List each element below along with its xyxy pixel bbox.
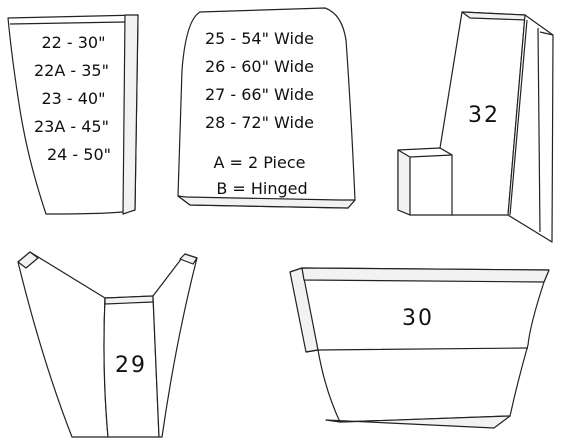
size-line-22a: 22A - 35" (34, 61, 109, 80)
note-two-piece: A = 2 Piece (213, 153, 305, 172)
unit-number-29: 29 (115, 353, 147, 378)
width-line-28: 28 - 72" Wide (205, 113, 314, 132)
size-line-23: 23 - 40" (41, 89, 105, 108)
width-line-27: 27 - 66" Wide (205, 85, 314, 104)
size-line-22: 22 - 30" (41, 33, 105, 52)
size-line-23a: 23A - 45" (34, 117, 109, 136)
width-line-26: 26 - 60" Wide (205, 57, 314, 76)
unit-number-30: 30 (402, 306, 434, 331)
svg-text:25 - 54" Wide 26 - 60" W: 25 - 54" Wide 26 - 60" Wide 27 - 66" Wid… (205, 29, 319, 198)
unit-number-32: 32 (468, 103, 500, 128)
note-hinged: B = Hinged (216, 179, 307, 198)
wing-unit-29: 29 (17, 251, 198, 438)
svg-text:22 - 30" 22A - 35": 22 - 30" 22A - 35" 23 - 40" 23A - 45" 24… (34, 33, 114, 164)
corner-unit-32: 32 (397, 11, 554, 243)
size-line-24: 24 - 50" (47, 145, 111, 164)
width-line-25: 25 - 54" Wide (205, 29, 314, 48)
tall-seat-panel: 22 - 30" 22A - 35" 23 - 40" 23A - 45" 24… (7, 14, 139, 215)
bench-unit-30: 30 (289, 267, 550, 429)
round-top-panel: 25 - 54" Wide 26 - 60" Wide 27 - 66" Wid… (177, 7, 356, 209)
